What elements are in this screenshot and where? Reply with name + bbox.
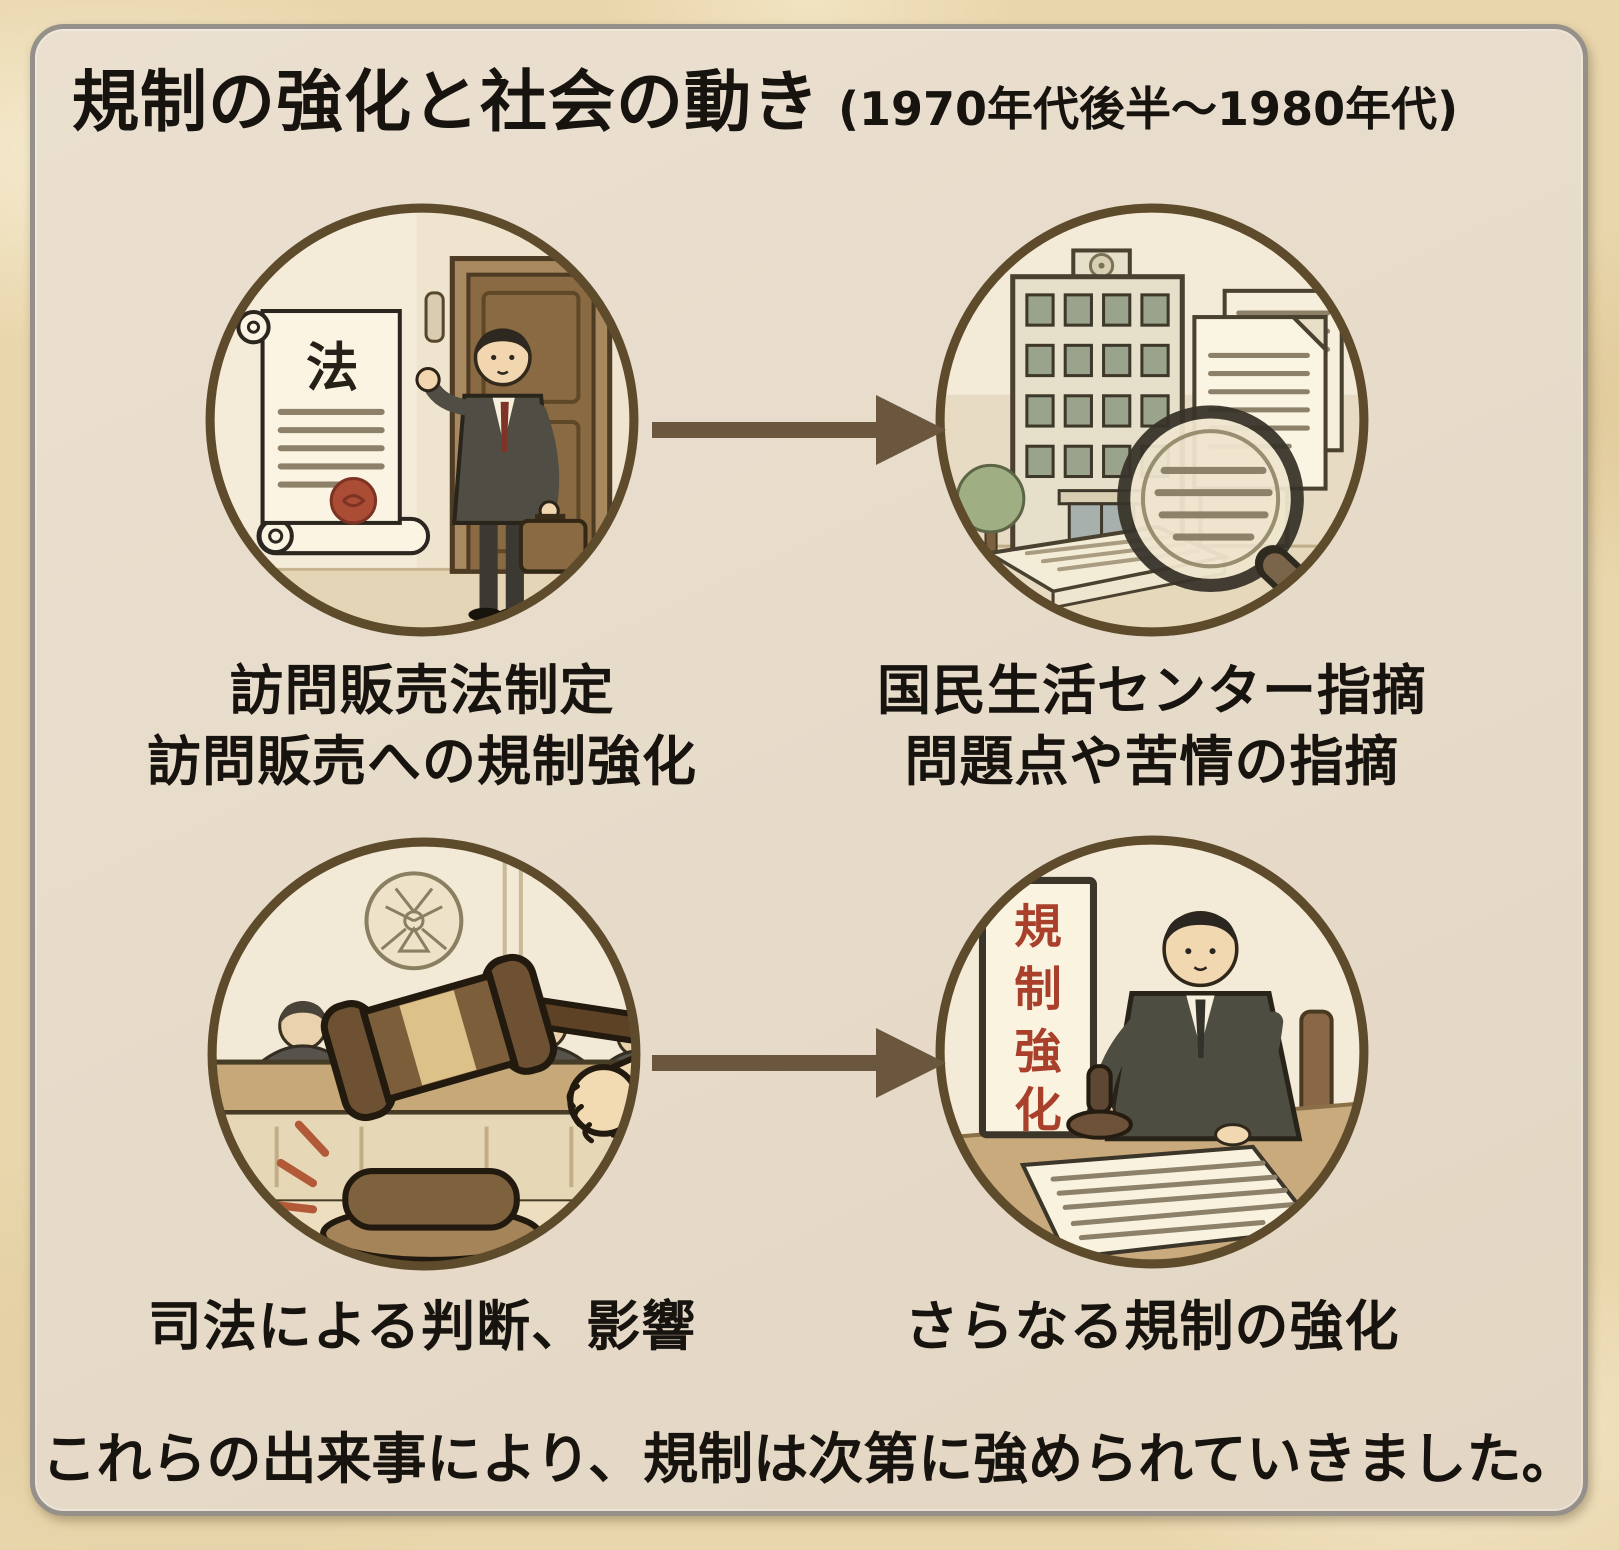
scroll-law-character: 法 <box>306 338 358 399</box>
gavel <box>320 953 636 1122</box>
caption-consumer-center-line2: 問題点や苦情の指摘 <box>904 730 1400 794</box>
salesman <box>415 328 588 622</box>
caption-sales-law-line1: 訪問販売法制定 <box>229 659 615 722</box>
summary-text: これらの出来事により、規制は次第に強められていきました。 <box>41 1427 1577 1491</box>
sound-block <box>320 1168 543 1263</box>
caption-sales-law-line2: 訪問販売への規制強化 <box>147 730 697 794</box>
page-subtitle: (1970年代後半～1980年代) <box>838 82 1459 136</box>
court-emblem <box>364 871 464 971</box>
briefcase <box>518 518 588 574</box>
regulation-poster: 規 制 強 化 <box>978 876 1098 1139</box>
circle-border <box>207 837 641 1271</box>
illustration-consumer-center <box>935 203 1369 637</box>
tree <box>955 463 1026 569</box>
arrow-top-icon <box>652 395 946 465</box>
doorbell <box>424 291 445 343</box>
caption-further-regulation: さらなる規制の強化 <box>782 1291 1522 1362</box>
caption-consumer-center-line1: 国民生活センター指摘 <box>877 659 1427 722</box>
circle-border <box>935 203 1369 637</box>
red-seal <box>329 477 378 525</box>
impact-marks <box>274 1120 330 1214</box>
arrow-bottom-icon <box>652 1028 946 1098</box>
caption-further-regulation-line1: さらなる規制の強化 <box>904 1295 1400 1358</box>
caption-consumer-center: 国民生活センター指摘 問題点や苦情の指摘 <box>782 655 1522 798</box>
stamp <box>1066 1064 1133 1140</box>
poster-char-3: 強 <box>1014 1025 1061 1080</box>
illustration-court-gavel <box>207 837 641 1271</box>
poster-char-4: 化 <box>1014 1084 1061 1139</box>
caption-judiciary: 司法による判断、影響 <box>52 1291 792 1362</box>
caption-sales-law: 訪問販売法制定 訪問販売への規制強化 <box>52 655 792 798</box>
circle-border <box>935 835 1369 1269</box>
circle-border <box>205 203 639 637</box>
magnifier <box>1117 405 1364 632</box>
stamped-document <box>1019 1144 1322 1261</box>
poster-char-1: 規 <box>1014 900 1061 955</box>
law-scroll: 法 <box>236 309 431 556</box>
page-title: 規制の強化と社会の動き <box>72 63 820 141</box>
illustration-sales-law: 法 <box>205 203 639 637</box>
illustration-regulation-stamp: 規 制 強 化 <box>935 835 1369 1269</box>
poster-char-2: 制 <box>1014 963 1061 1018</box>
page-title-row: 規制の強化と社会の動き (1970年代後半～1980年代) <box>72 48 1458 145</box>
caption-judiciary-line1: 司法による判断、影響 <box>147 1295 697 1358</box>
